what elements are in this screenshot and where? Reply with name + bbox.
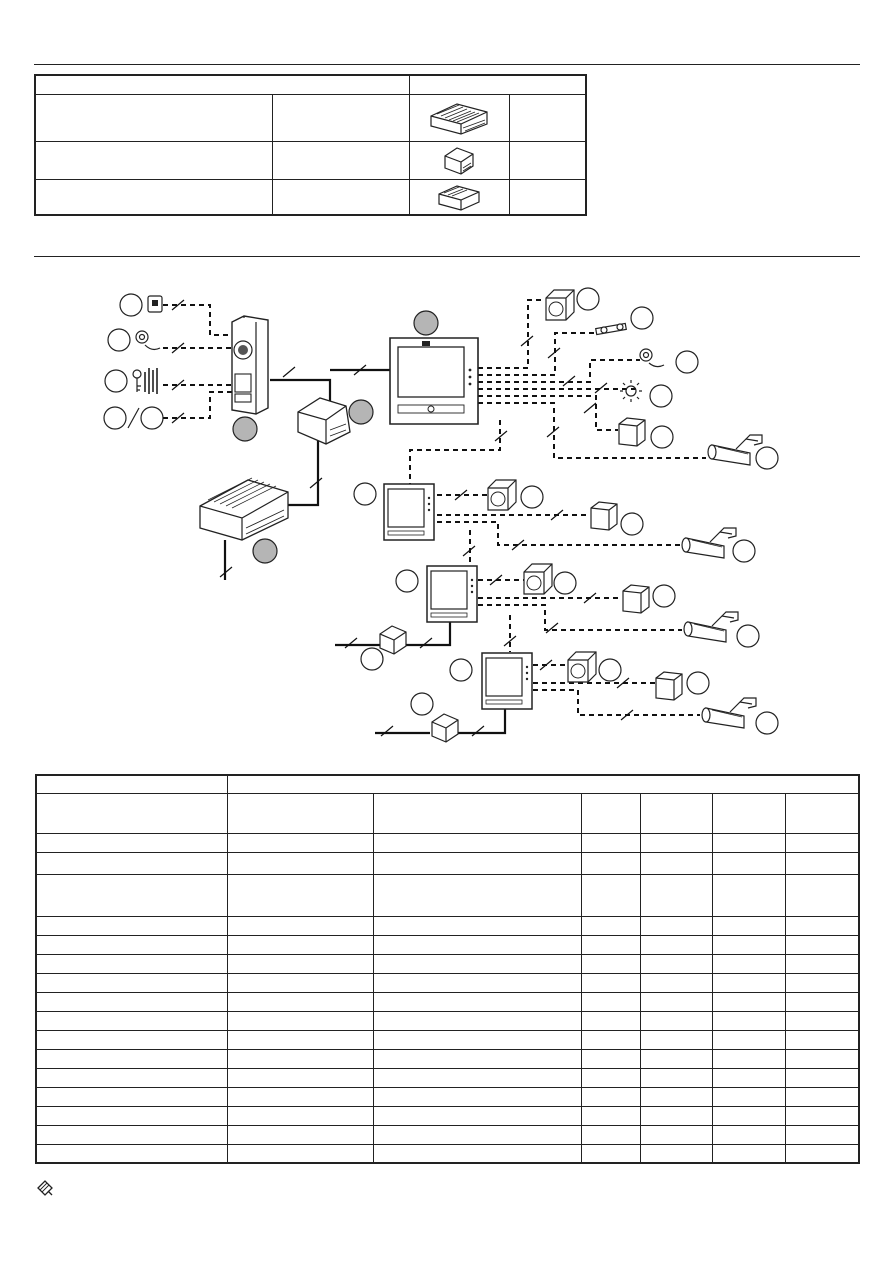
callout [353, 482, 377, 506]
relay-module-icon [444, 147, 474, 175]
wireless-receiver-icon [618, 417, 646, 447]
callout [650, 425, 674, 449]
callout [449, 658, 473, 682]
callout [140, 406, 164, 430]
wireless-receiver-icon [590, 501, 618, 531]
table-row [35, 851, 860, 875]
table-row [35, 991, 860, 1012]
callout [576, 287, 600, 311]
table-row [35, 1048, 860, 1069]
table-row [35, 873, 860, 917]
callout [553, 571, 577, 595]
callout [360, 647, 384, 671]
door-lock-icon [144, 368, 158, 394]
chime-icon [487, 479, 517, 511]
table-row [35, 1067, 860, 1088]
table-header-row [34, 74, 587, 95]
push-button-icon [135, 330, 161, 351]
table-row [35, 1143, 860, 1164]
table-header-row [35, 792, 860, 834]
callout [732, 539, 756, 563]
table-row [35, 1105, 860, 1126]
callout [755, 711, 779, 735]
callout [755, 446, 779, 470]
camera-icon [707, 434, 763, 466]
light-icon [620, 380, 642, 402]
callout [675, 350, 699, 374]
cable-table [35, 774, 860, 1164]
callout [395, 569, 419, 593]
callout [107, 328, 131, 352]
header-cell [34, 74, 410, 95]
callout-highlight [232, 416, 258, 442]
callout [686, 671, 710, 695]
bell-icon [595, 322, 627, 336]
table-row [35, 934, 860, 955]
table-row [35, 915, 860, 936]
table-row [34, 140, 587, 180]
table-row [34, 178, 587, 216]
callout [652, 584, 676, 608]
chime-icon [523, 563, 553, 595]
callout [520, 485, 544, 509]
section-divider [34, 256, 860, 257]
monitor-icon [389, 337, 479, 425]
table-header-row [35, 774, 860, 794]
callout-highlight [413, 310, 439, 336]
table-row [35, 972, 860, 993]
monitor-icon [481, 652, 533, 710]
power-supply-icon [199, 477, 289, 541]
relay-icon [431, 713, 459, 743]
monitor-icon [383, 483, 435, 541]
table-row [35, 953, 860, 974]
top-divider [34, 64, 860, 65]
header-cell [408, 74, 587, 95]
callout [104, 369, 128, 393]
table-row [35, 1010, 860, 1031]
chime-icon [567, 651, 597, 683]
push-button-icon [639, 348, 665, 368]
wiring-diagram [103, 287, 779, 743]
table-row [35, 832, 860, 853]
table-row [34, 93, 587, 142]
callout [598, 658, 622, 682]
camera-icon [683, 611, 739, 643]
callout [410, 692, 434, 716]
power-supply-large-icon [430, 102, 488, 135]
callout [103, 406, 127, 430]
table-row [35, 1029, 860, 1050]
callout [119, 293, 143, 317]
wireless-receiver-icon [655, 671, 683, 701]
callout [736, 624, 760, 648]
camera-icon [681, 527, 737, 559]
chime-icon [545, 289, 575, 321]
callout [620, 512, 644, 536]
modules-table [34, 74, 587, 216]
callout-highlight [252, 538, 278, 564]
monitor-icon [426, 565, 478, 623]
card-reader-icon [147, 295, 163, 313]
camera-icon [701, 697, 757, 729]
table-row [35, 1124, 860, 1145]
key-icon [132, 369, 142, 392]
callout [630, 306, 654, 330]
callout-highlight [348, 399, 374, 425]
wireless-receiver-icon [622, 584, 650, 614]
distributor-module-icon [438, 185, 480, 211]
door-panel-icon [231, 315, 269, 415]
din-module-icon [297, 397, 351, 445]
relay-icon [379, 625, 407, 655]
table-row [35, 1086, 860, 1107]
note-icon [37, 1180, 53, 1196]
callout [649, 384, 673, 408]
